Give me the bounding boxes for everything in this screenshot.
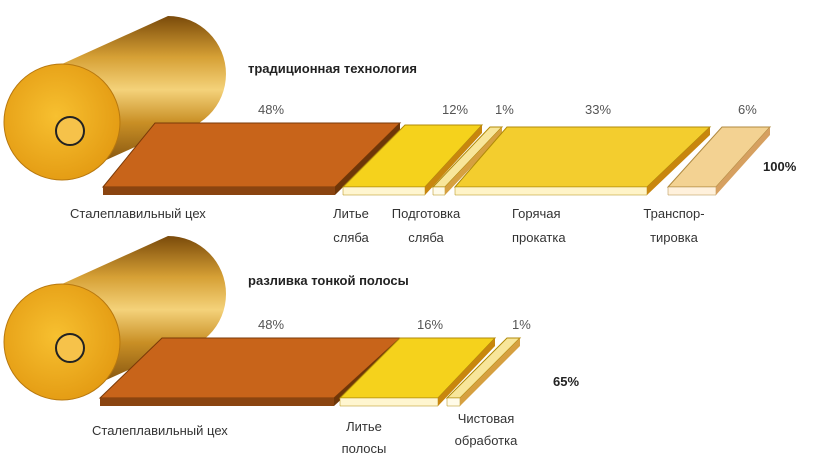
thin-strip-strip-casting <box>338 337 497 407</box>
traditional-total: 100% <box>763 159 797 174</box>
thin-strip-coil <box>3 236 226 401</box>
traditional-percent-slab-preparation: 1% <box>495 102 514 117</box>
thin-strip-total: 65% <box>553 374 580 389</box>
traditional-strip-transport <box>666 126 772 196</box>
traditional-label-slab-preparation: Подготовка сляба <box>383 205 469 247</box>
thin-strip-finishing <box>445 337 522 407</box>
traditional-percent-hot-rolling: 33% <box>585 102 612 117</box>
label-line: тировка <box>650 230 698 245</box>
thin-strip-percent-finishing: 1% <box>512 317 531 332</box>
traditional-title: традиционная технология <box>248 61 417 76</box>
traditional-strip-slab-preparation <box>431 126 504 196</box>
traditional-strip-slab-casting <box>341 124 484 196</box>
traditional-percent-transport: 6% <box>738 102 757 117</box>
traditional-label-transport: Транспор- тировка <box>626 205 722 247</box>
label-line: сляба <box>408 230 444 245</box>
label-line: Горячая <box>512 206 561 221</box>
thin-strip-label-finishing: Чистовая обработка <box>446 410 526 450</box>
label-line: обработка <box>454 433 518 448</box>
traditional-percent-steelmaking: 48% <box>258 102 285 117</box>
thin-strip-percent-strip-casting: 16% <box>417 317 444 332</box>
traditional-label-steelmaking: Сталеплавильный цех <box>70 206 206 221</box>
label-line: Чистовая <box>457 411 515 426</box>
label-line: Транспор- <box>643 206 705 221</box>
label-line: сляба <box>333 230 369 245</box>
thin-strip-label-steelmaking: Сталеплавильный цех <box>92 423 228 438</box>
traditional-strip-steelmaking <box>101 122 402 195</box>
traditional-percent-slab-casting: 12% <box>442 102 469 117</box>
thin-strip-title: разливка тонкой полосы <box>248 273 409 288</box>
label-line: Подготовка <box>391 206 461 221</box>
label-line: полосы <box>341 441 387 456</box>
traditional-label-hot-rolling: Горячая прокатка <box>512 205 566 247</box>
label-line: Литье <box>346 419 382 434</box>
thin-strip-label-strip-casting: Литье полосы <box>334 418 394 458</box>
label-line: прокатка <box>512 230 566 245</box>
label-line: Литье <box>333 206 369 221</box>
thin-strip-percent-steelmaking: 48% <box>258 317 285 332</box>
traditional-coil <box>3 16 226 181</box>
traditional-label-slab-casting: Литье сляба <box>321 205 381 247</box>
traditional-strip-hot-rolling <box>453 126 712 196</box>
